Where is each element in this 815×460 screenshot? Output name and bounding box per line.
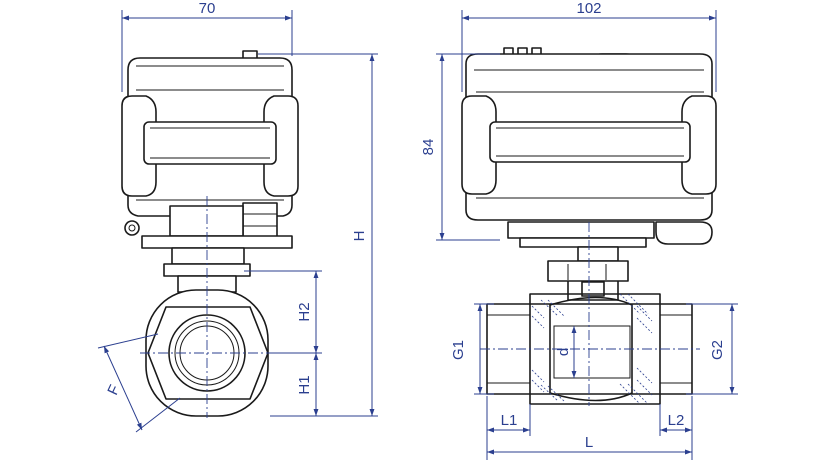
dim-label-actuator-height: 84: [420, 139, 437, 156]
dim-label-total-height: H: [351, 231, 368, 242]
dim-label-thread-left: G1: [450, 340, 467, 360]
front-actuator: [121, 50, 299, 249]
side-stem: [547, 246, 629, 301]
dim-label-hex-flats: F: [104, 382, 123, 397]
dim-label-length-left: L1: [501, 412, 518, 429]
dim-label-total-length: L: [585, 434, 593, 451]
dim-label-height-lower: H1: [296, 375, 313, 394]
side-actuator: [461, 47, 717, 248]
dim-label-height-upper: H2: [296, 302, 313, 321]
front-view: [121, 50, 299, 418]
dim-label-length-right: L2: [668, 412, 685, 429]
dimension-lines: [97, 10, 738, 460]
side-view: [461, 47, 717, 406]
dim-label-bore: d: [555, 348, 572, 356]
dim-label-width-front: 70: [199, 0, 216, 17]
dim-label-thread-right: G2: [709, 340, 726, 360]
dim-label-width-side: 102: [576, 0, 601, 17]
